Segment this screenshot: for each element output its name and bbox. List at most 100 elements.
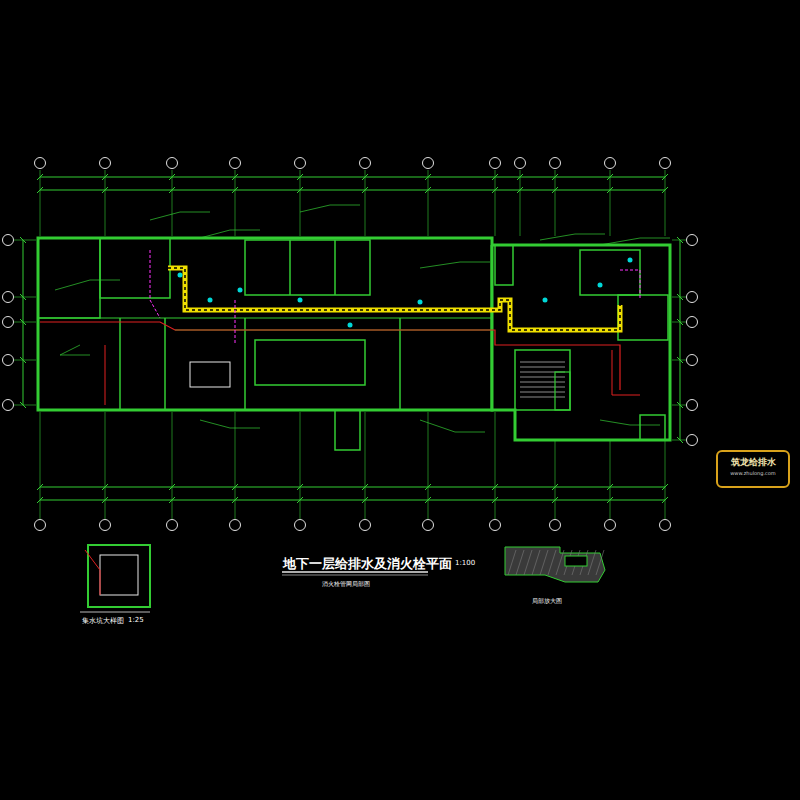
axis-bubble bbox=[230, 520, 241, 531]
leader-line bbox=[60, 345, 80, 355]
dimension-tick bbox=[552, 187, 558, 193]
magenta-pipe bbox=[150, 250, 160, 318]
room-wall bbox=[164, 318, 166, 410]
leader-line bbox=[330, 205, 360, 206]
leader-line bbox=[60, 355, 90, 356]
leader-line bbox=[230, 428, 260, 429]
caption-underline bbox=[80, 612, 150, 613]
axis-bubble bbox=[550, 520, 561, 531]
axis-line bbox=[14, 360, 36, 361]
detail-pipe bbox=[85, 550, 100, 570]
axis-bubble bbox=[490, 158, 501, 169]
leader-line bbox=[230, 230, 260, 231]
dimension-tick bbox=[662, 497, 668, 503]
axis-line bbox=[105, 412, 106, 519]
dimension-tick bbox=[607, 484, 613, 490]
axis-bubble bbox=[3, 292, 14, 303]
stair-wall bbox=[515, 350, 570, 410]
dimension-tick bbox=[297, 187, 303, 193]
axis-line bbox=[428, 412, 429, 519]
axis-bubble bbox=[3, 400, 14, 411]
dimension-tick bbox=[297, 174, 303, 180]
leader-line bbox=[150, 212, 180, 220]
axis-line bbox=[105, 170, 106, 236]
axis-bubble bbox=[295, 158, 306, 169]
magenta-pipe bbox=[235, 300, 236, 345]
dimension-tick bbox=[362, 187, 368, 193]
watermark-url: www.zhulong.com bbox=[722, 469, 784, 478]
dimension-tick bbox=[425, 187, 431, 193]
hatch-line bbox=[556, 550, 564, 575]
hatch-line bbox=[524, 550, 532, 575]
dimension-tick bbox=[169, 187, 175, 193]
axis-line bbox=[14, 297, 36, 298]
leader-line bbox=[200, 230, 230, 238]
axis-line bbox=[300, 170, 301, 236]
axis-bubble bbox=[167, 158, 178, 169]
dimension-tick bbox=[37, 174, 43, 180]
axis-bubble bbox=[687, 400, 698, 411]
pipe-riser bbox=[238, 288, 243, 293]
stair-tread bbox=[520, 397, 565, 398]
dimension-tick bbox=[492, 484, 498, 490]
title-underline bbox=[282, 571, 428, 572]
dimension-tick bbox=[552, 497, 558, 503]
axis-line bbox=[610, 170, 611, 236]
dimension-tick bbox=[37, 484, 43, 490]
room-wall bbox=[119, 318, 121, 410]
axis-bubble bbox=[230, 158, 241, 169]
pipe-riser bbox=[418, 300, 423, 305]
leader-line bbox=[300, 205, 330, 212]
pipe-centerline bbox=[168, 268, 620, 330]
red-pipe bbox=[612, 350, 640, 395]
axis-bubble bbox=[687, 317, 698, 328]
dimension-tick bbox=[552, 484, 558, 490]
axis-line bbox=[495, 170, 496, 236]
shaft-wall bbox=[495, 245, 513, 285]
hatch-line bbox=[588, 550, 596, 575]
room-wall bbox=[245, 240, 370, 295]
axis-line bbox=[365, 170, 366, 236]
detail-pipe bbox=[100, 570, 101, 595]
dimension-tick bbox=[362, 174, 368, 180]
axis-bubble bbox=[423, 158, 434, 169]
scale-note: 1:25 bbox=[128, 616, 144, 624]
room-wall bbox=[244, 318, 246, 410]
detail-caption: 集水坑大样图 bbox=[82, 616, 124, 626]
room-wall bbox=[100, 238, 170, 298]
yellow-pipe-band bbox=[168, 268, 620, 330]
axis-line bbox=[40, 412, 41, 519]
stair-tread bbox=[520, 387, 565, 388]
dimension-tick bbox=[169, 497, 175, 503]
detail-mark bbox=[565, 556, 587, 566]
building-outline bbox=[492, 245, 670, 440]
axis-line bbox=[665, 170, 666, 236]
room-wall bbox=[38, 238, 100, 318]
title-underline bbox=[282, 575, 428, 576]
dimension-line bbox=[40, 177, 665, 178]
dimension-line bbox=[40, 190, 665, 191]
dimension-line bbox=[23, 240, 24, 405]
pipe-riser bbox=[543, 298, 548, 303]
scale-note: 1:100 bbox=[455, 559, 475, 567]
dimension-line bbox=[40, 500, 665, 501]
dimension-tick bbox=[102, 484, 108, 490]
red-pipe bbox=[40, 322, 620, 390]
leader-line bbox=[460, 262, 490, 263]
axis-bubble bbox=[550, 158, 561, 169]
dimension-tick bbox=[517, 187, 523, 193]
hatch-line bbox=[532, 550, 540, 575]
dimension-tick bbox=[425, 497, 431, 503]
dimension-tick bbox=[662, 174, 668, 180]
axis-bubble bbox=[3, 317, 14, 328]
room-wall bbox=[289, 240, 291, 295]
dimension-tick bbox=[492, 497, 498, 503]
room-wall bbox=[334, 240, 336, 295]
leader-line bbox=[180, 212, 210, 213]
leader-line bbox=[200, 420, 230, 428]
dimension-tick bbox=[552, 174, 558, 180]
pipe-riser bbox=[208, 298, 213, 303]
dimension-tick bbox=[169, 484, 175, 490]
pipe-riser bbox=[298, 298, 303, 303]
